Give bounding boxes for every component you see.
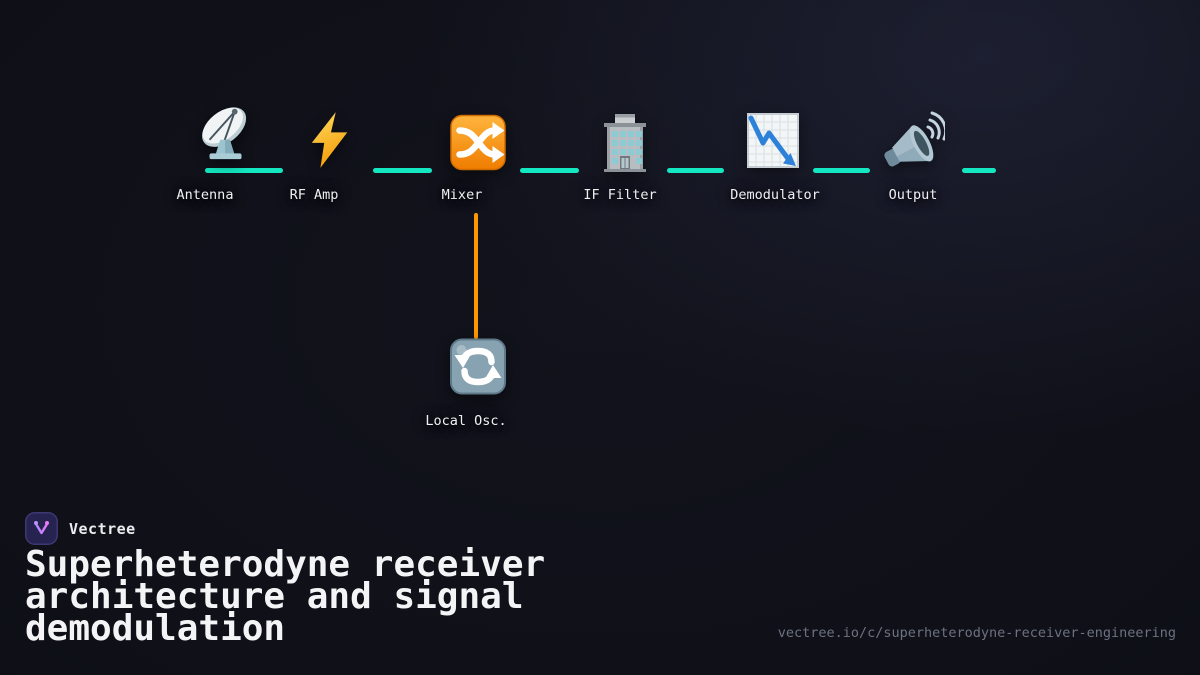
shuffle-arrows-icon xyxy=(450,114,507,175)
node-label: IF Filter xyxy=(583,187,657,203)
edge-demodulator-output xyxy=(813,168,870,173)
edge-antenna-rfamp xyxy=(205,168,283,173)
edge-rfamp-mixer xyxy=(373,168,432,173)
counterclockwise-arrows-icon xyxy=(450,338,507,399)
office-building-icon xyxy=(595,112,655,176)
node-label: Output xyxy=(888,187,938,203)
satellite-antenna-icon xyxy=(195,100,257,168)
brand-row: Vectree xyxy=(25,512,136,545)
card-url: vectree.io/c/superheterodyne-receiver-en… xyxy=(777,625,1176,641)
edge-iffilter-demodulator xyxy=(667,168,724,173)
node-label: Antenna xyxy=(176,187,234,203)
node-label: RF Amp xyxy=(289,187,339,203)
chart-decreasing-icon xyxy=(743,111,803,175)
node-label: Local Osc. xyxy=(425,413,507,429)
lightning-bolt-icon xyxy=(306,110,354,174)
loudspeaker-icon xyxy=(881,109,948,177)
card-title: Superheterodyne receiver architecture an… xyxy=(25,544,546,649)
edge-mixer-iffilter xyxy=(520,168,579,173)
brand-name: Vectree xyxy=(69,519,136,538)
node-label: Mixer xyxy=(441,187,483,203)
edge-output-tail xyxy=(962,168,996,173)
edge-localosc-mixer xyxy=(474,213,478,339)
vectree-logo-icon xyxy=(25,512,58,545)
node-label: Demodulator xyxy=(730,187,820,203)
